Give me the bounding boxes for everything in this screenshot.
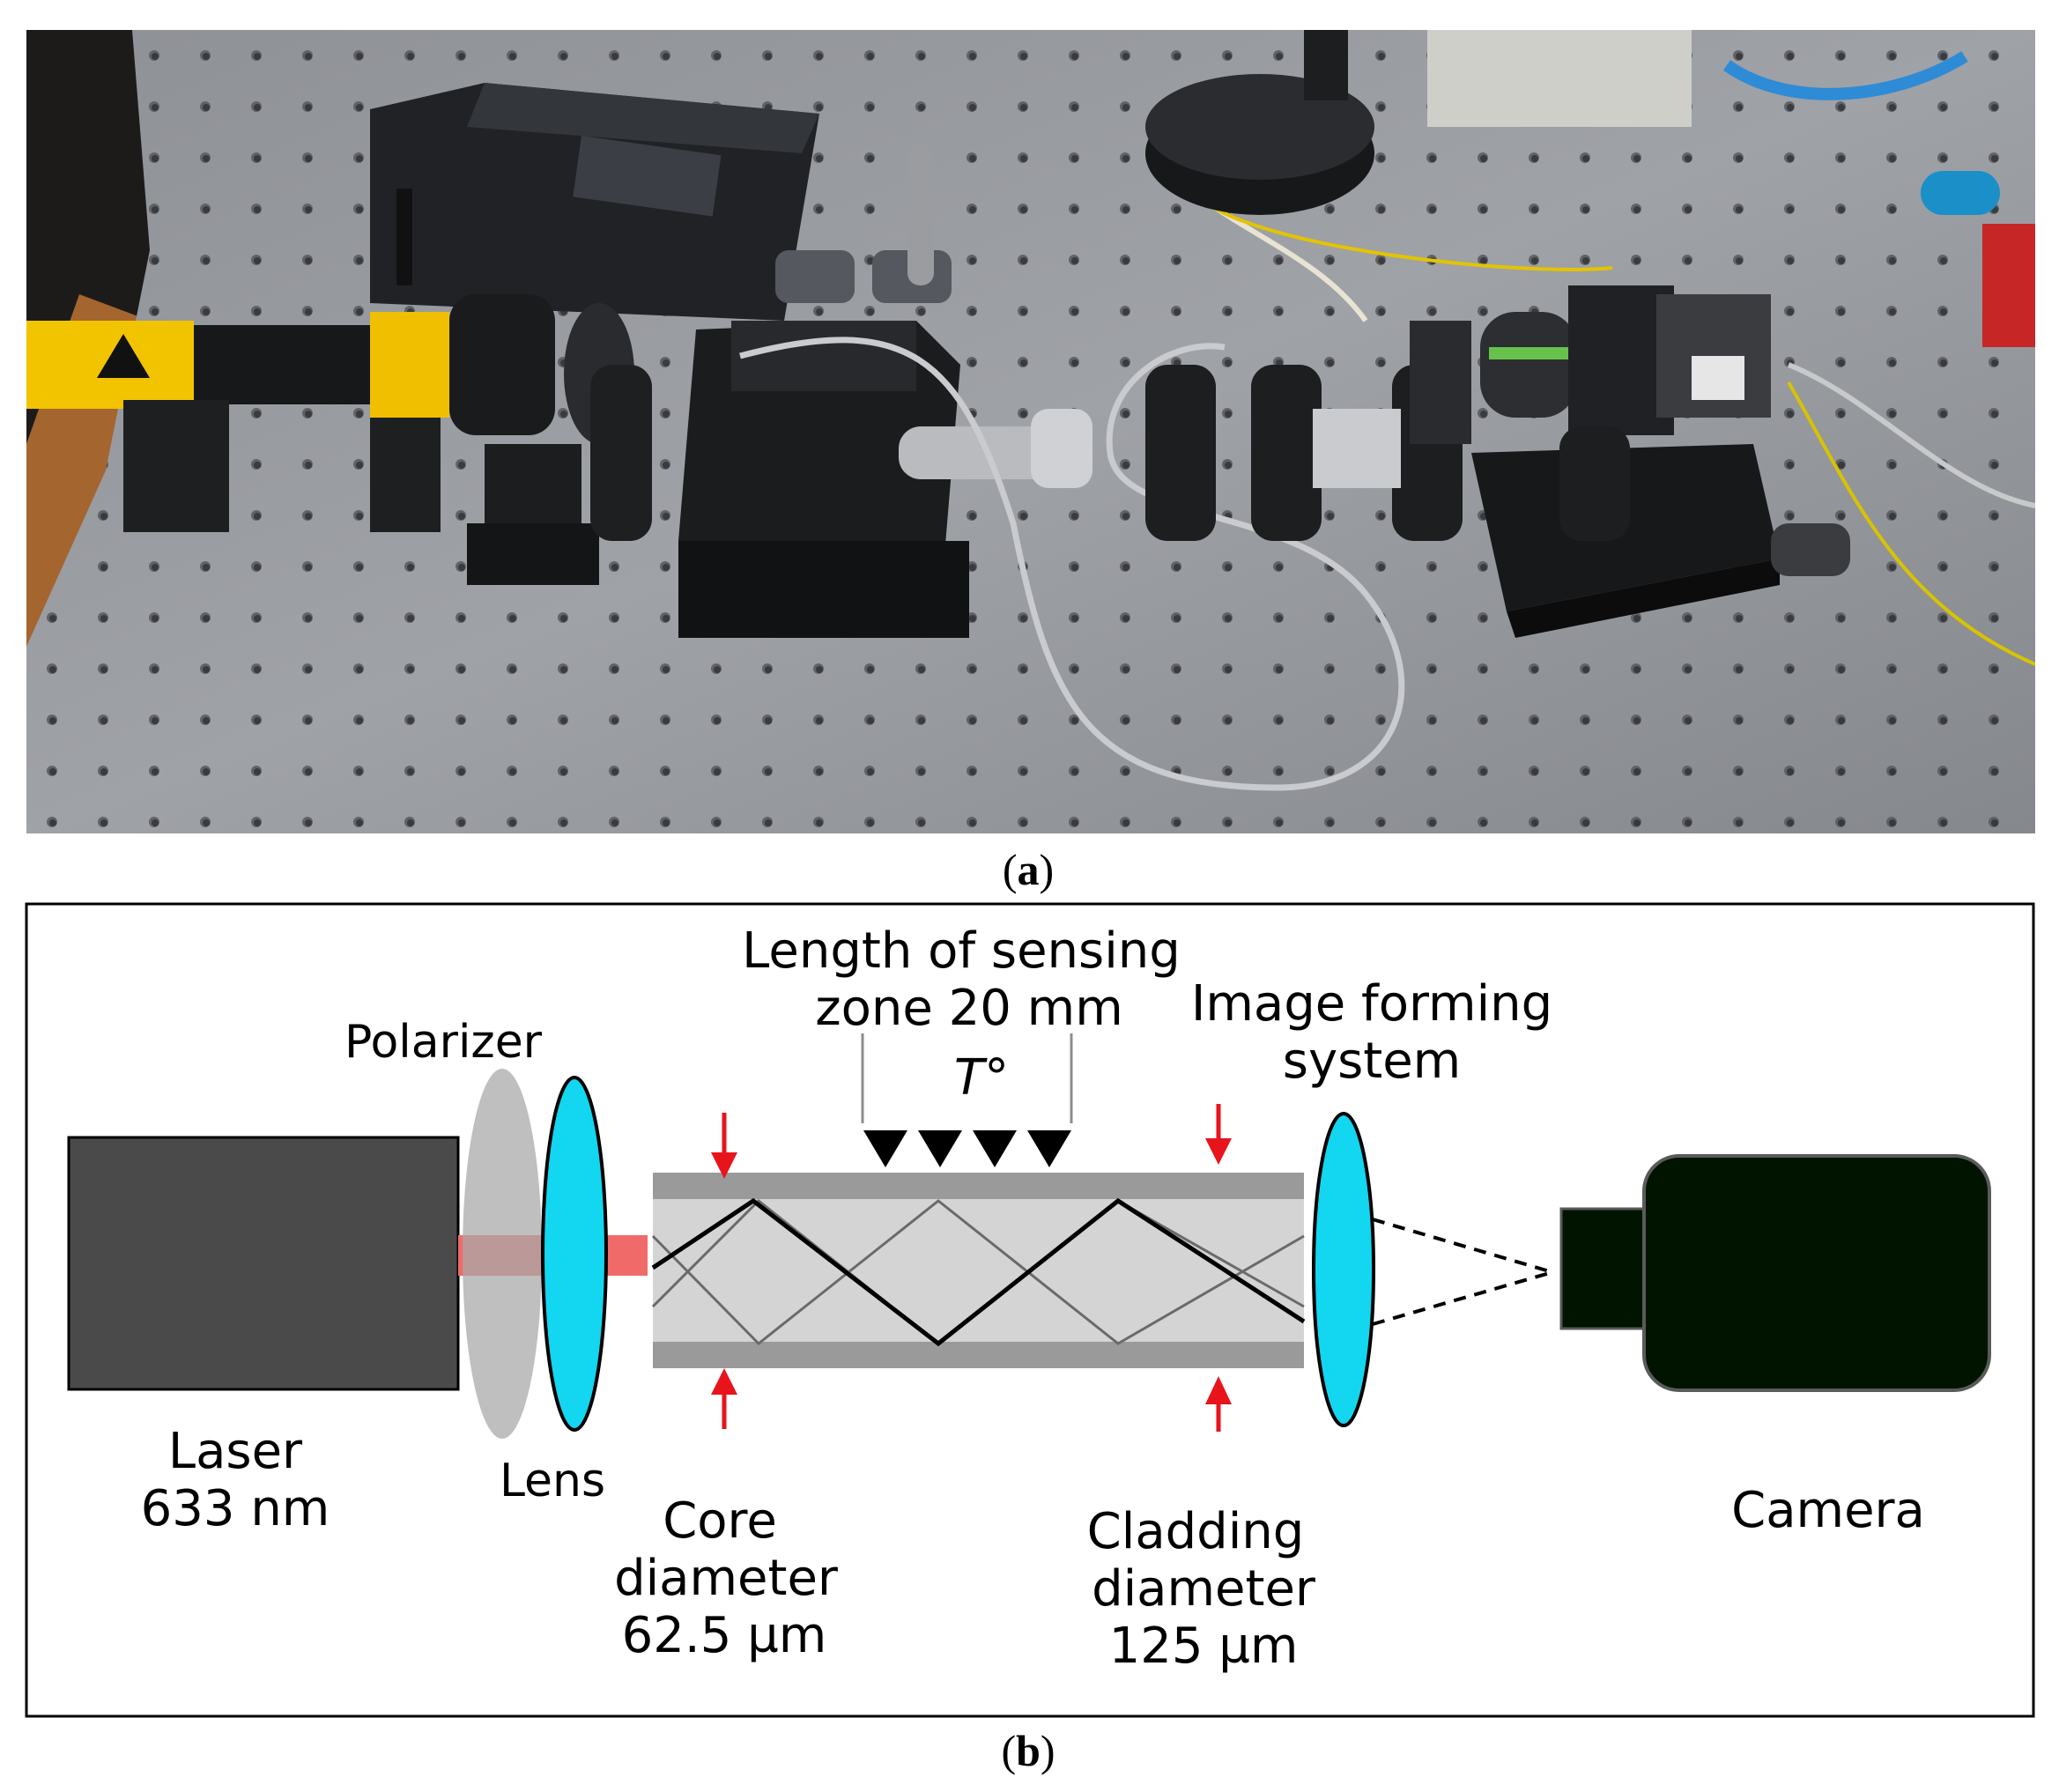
cladding-diameter-arrows [1205, 1104, 1232, 1432]
ray-secondary [651, 1199, 1305, 1346]
label-core-line2: diameter [614, 1550, 839, 1607]
ray-primary [651, 1197, 1306, 1347]
cladding-bottom [653, 1342, 1304, 1368]
polarizer [463, 1069, 542, 1439]
laser-body [67, 1136, 460, 1391]
instrument-box [1427, 30, 1692, 127]
heating-block [1145, 186, 1613, 541]
blue-cable [1722, 51, 1968, 100]
label-polarizer: Polarizer [344, 1016, 543, 1069]
imaging-ray-bottom [1372, 1270, 1553, 1326]
core-diameter-arrows [711, 1113, 737, 1429]
label-temperature: T° [954, 1049, 1009, 1107]
label-core-line3: 62.5 µm [622, 1607, 827, 1664]
label-image-line1: Image forming [1191, 975, 1552, 1033]
label-laser-line1: Laser [168, 1423, 303, 1480]
label-laser-line2: 633 nm [141, 1480, 330, 1537]
coupling-lens [541, 1076, 608, 1432]
blue-cap [1921, 171, 2000, 215]
laser-tube [26, 294, 555, 532]
label-sensing-line2: zone 20 mm [815, 980, 1123, 1037]
heat-triangles [863, 1130, 1071, 1167]
round-stand [1145, 30, 1374, 215]
cladding-top [653, 1173, 1304, 1199]
label-image-line2: system [1283, 1033, 1461, 1090]
imaging-ray-top [1372, 1218, 1553, 1274]
label-lens: Lens [500, 1455, 605, 1507]
laser-controller-box [370, 83, 819, 321]
caption-b: (b) [1001, 1726, 1055, 1775]
setup-photo [26, 30, 2035, 833]
camera-icon [1559, 1154, 1991, 1392]
camera-stage [1471, 285, 1850, 638]
optical-fiber-section [651, 1173, 1306, 1368]
label-sensing-line1: Length of sensing [742, 922, 1181, 980]
label-camera: Camera [1731, 1482, 1925, 1539]
label-cladding-line1: Cladding [1087, 1503, 1305, 1560]
optical-fiber [739, 337, 1405, 791]
schematic-diagram: Polarizer Length of sensing zone 20 mm T… [25, 902, 2035, 1718]
label-core-line1: Core [663, 1492, 777, 1550]
imaging-lens [1312, 1112, 1375, 1427]
polarizer-mount [467, 303, 652, 585]
label-cladding-line2: diameter [1092, 1560, 1316, 1618]
caption-a: (a) [1002, 845, 1055, 894]
label-cladding-line3: 125 µm [1109, 1618, 1299, 1675]
